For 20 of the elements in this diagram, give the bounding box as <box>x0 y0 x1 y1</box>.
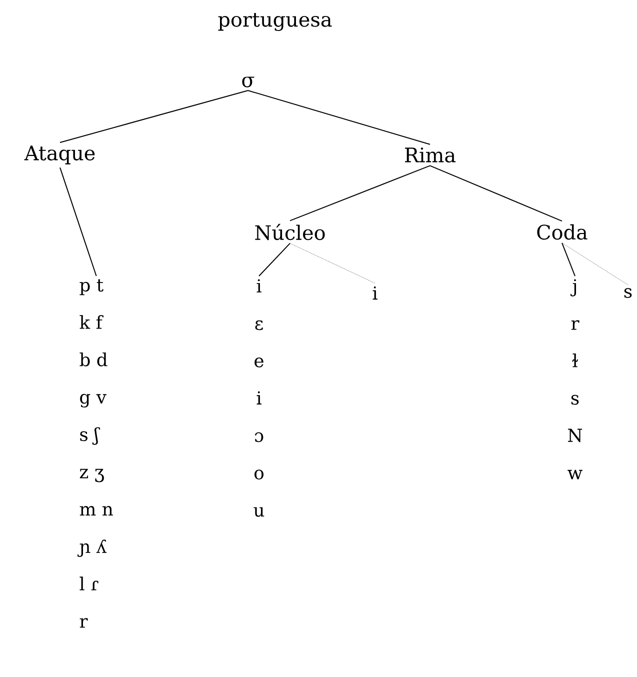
tree-branch <box>290 243 376 284</box>
segment-label: s <box>624 288 632 298</box>
tree-branch <box>258 242 290 276</box>
tree-branch <box>562 242 628 286</box>
tree-branch <box>290 165 430 222</box>
tree-branch <box>60 167 97 276</box>
node-label: Rima <box>405 148 456 162</box>
title: portuguesa <box>218 13 332 31</box>
segment-label: i <box>372 286 378 300</box>
node-label: Núcleo <box>255 224 325 240</box>
tree-branch <box>562 242 576 276</box>
node-label: Coda <box>537 224 588 240</box>
tree-branch <box>248 90 430 145</box>
tree-branch <box>430 165 562 222</box>
node-label: σ <box>242 76 254 88</box>
segment-list: i ɛ e i ɔ o u <box>254 279 264 517</box>
node-label: Ataque <box>24 146 95 164</box>
segment-list: j r ɫ s N w <box>568 279 582 480</box>
segment-list: p t k f b d g v s ʃ z ʒ m n ɲ ʎ l ɾ r <box>77 279 113 628</box>
tree-branch <box>60 90 248 143</box>
